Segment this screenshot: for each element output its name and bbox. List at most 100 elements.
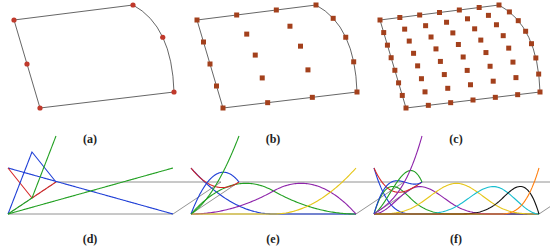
control-point xyxy=(208,62,213,67)
control-point xyxy=(445,86,450,91)
control-point xyxy=(404,106,409,111)
control-point xyxy=(444,20,449,25)
control-point xyxy=(378,18,383,23)
basis-function xyxy=(191,168,239,188)
control-point xyxy=(478,38,483,43)
parameter-domain xyxy=(191,182,404,214)
patch-outline xyxy=(14,5,174,108)
control-point xyxy=(400,93,405,98)
basis-function xyxy=(191,183,356,214)
control-point xyxy=(450,30,455,35)
control-point xyxy=(465,16,470,21)
control-point xyxy=(411,51,416,56)
control-point xyxy=(486,13,491,18)
control-point xyxy=(426,103,431,108)
control-point xyxy=(488,64,493,69)
control-point xyxy=(234,13,239,18)
control-point xyxy=(506,46,511,51)
control-point xyxy=(287,24,292,29)
control-point xyxy=(507,9,512,14)
control-point xyxy=(461,54,466,59)
control-point xyxy=(423,89,428,94)
control-point xyxy=(457,8,462,13)
control-point xyxy=(491,79,496,84)
control-point xyxy=(448,100,453,105)
control-point xyxy=(160,35,165,40)
control-point xyxy=(493,95,498,100)
control-point xyxy=(343,35,348,40)
control-point xyxy=(477,5,482,10)
panel-label: (b) xyxy=(266,132,281,147)
control-point xyxy=(533,55,538,60)
control-point xyxy=(11,17,16,22)
control-point xyxy=(513,75,518,80)
control-point xyxy=(24,61,29,66)
basis-function xyxy=(8,152,56,214)
control-point xyxy=(195,18,200,23)
control-point xyxy=(331,16,336,21)
control-point xyxy=(442,72,447,77)
control-point xyxy=(392,68,397,73)
basis-function xyxy=(191,183,356,214)
control-point xyxy=(130,2,135,7)
basis-function xyxy=(8,136,56,214)
panel-label: (e) xyxy=(266,232,279,247)
basis-function xyxy=(8,168,173,214)
control-point xyxy=(305,67,310,72)
control-point xyxy=(260,75,265,80)
control-point xyxy=(402,27,407,32)
control-point xyxy=(37,105,42,110)
control-point xyxy=(419,76,424,81)
control-point xyxy=(516,18,521,23)
control-point xyxy=(171,89,176,94)
basis-function xyxy=(191,168,356,214)
control-point xyxy=(437,10,442,15)
control-point xyxy=(538,90,543,95)
control-point xyxy=(423,23,428,28)
patch-outline xyxy=(197,5,357,108)
panel-label: (f) xyxy=(450,232,462,247)
parameter-domain xyxy=(374,182,550,214)
control-point xyxy=(351,59,356,64)
control-point xyxy=(298,44,303,49)
patch-outline xyxy=(380,5,540,108)
control-point xyxy=(536,72,541,77)
panel-label: (a) xyxy=(83,132,97,147)
control-point xyxy=(415,63,420,68)
control-point xyxy=(381,30,386,35)
control-point xyxy=(214,84,219,89)
control-point xyxy=(221,106,226,111)
control-point xyxy=(314,3,319,8)
basis-function xyxy=(191,168,356,214)
control-point xyxy=(471,98,476,103)
control-point xyxy=(310,95,315,100)
control-point xyxy=(468,82,473,87)
control-point xyxy=(438,59,443,64)
control-point xyxy=(483,50,488,55)
control-point xyxy=(201,40,206,45)
control-point xyxy=(396,80,401,85)
control-point xyxy=(429,34,434,39)
control-point xyxy=(497,3,502,8)
control-point xyxy=(274,8,279,13)
control-point xyxy=(472,26,477,31)
control-point xyxy=(456,42,461,47)
basis-function xyxy=(8,168,173,214)
control-point xyxy=(389,55,394,60)
control-point xyxy=(355,90,360,95)
basis-function xyxy=(374,136,422,214)
control-point xyxy=(510,60,515,65)
control-point xyxy=(494,22,499,27)
basis-function xyxy=(374,183,539,214)
control-point xyxy=(515,92,520,97)
control-point xyxy=(417,13,422,18)
control-point xyxy=(523,29,528,34)
panel-label: (d) xyxy=(83,232,98,247)
control-point xyxy=(265,100,270,105)
control-point xyxy=(253,53,258,58)
control-point xyxy=(385,43,390,48)
panel-label: (c) xyxy=(449,132,462,147)
basis-function xyxy=(191,136,239,214)
